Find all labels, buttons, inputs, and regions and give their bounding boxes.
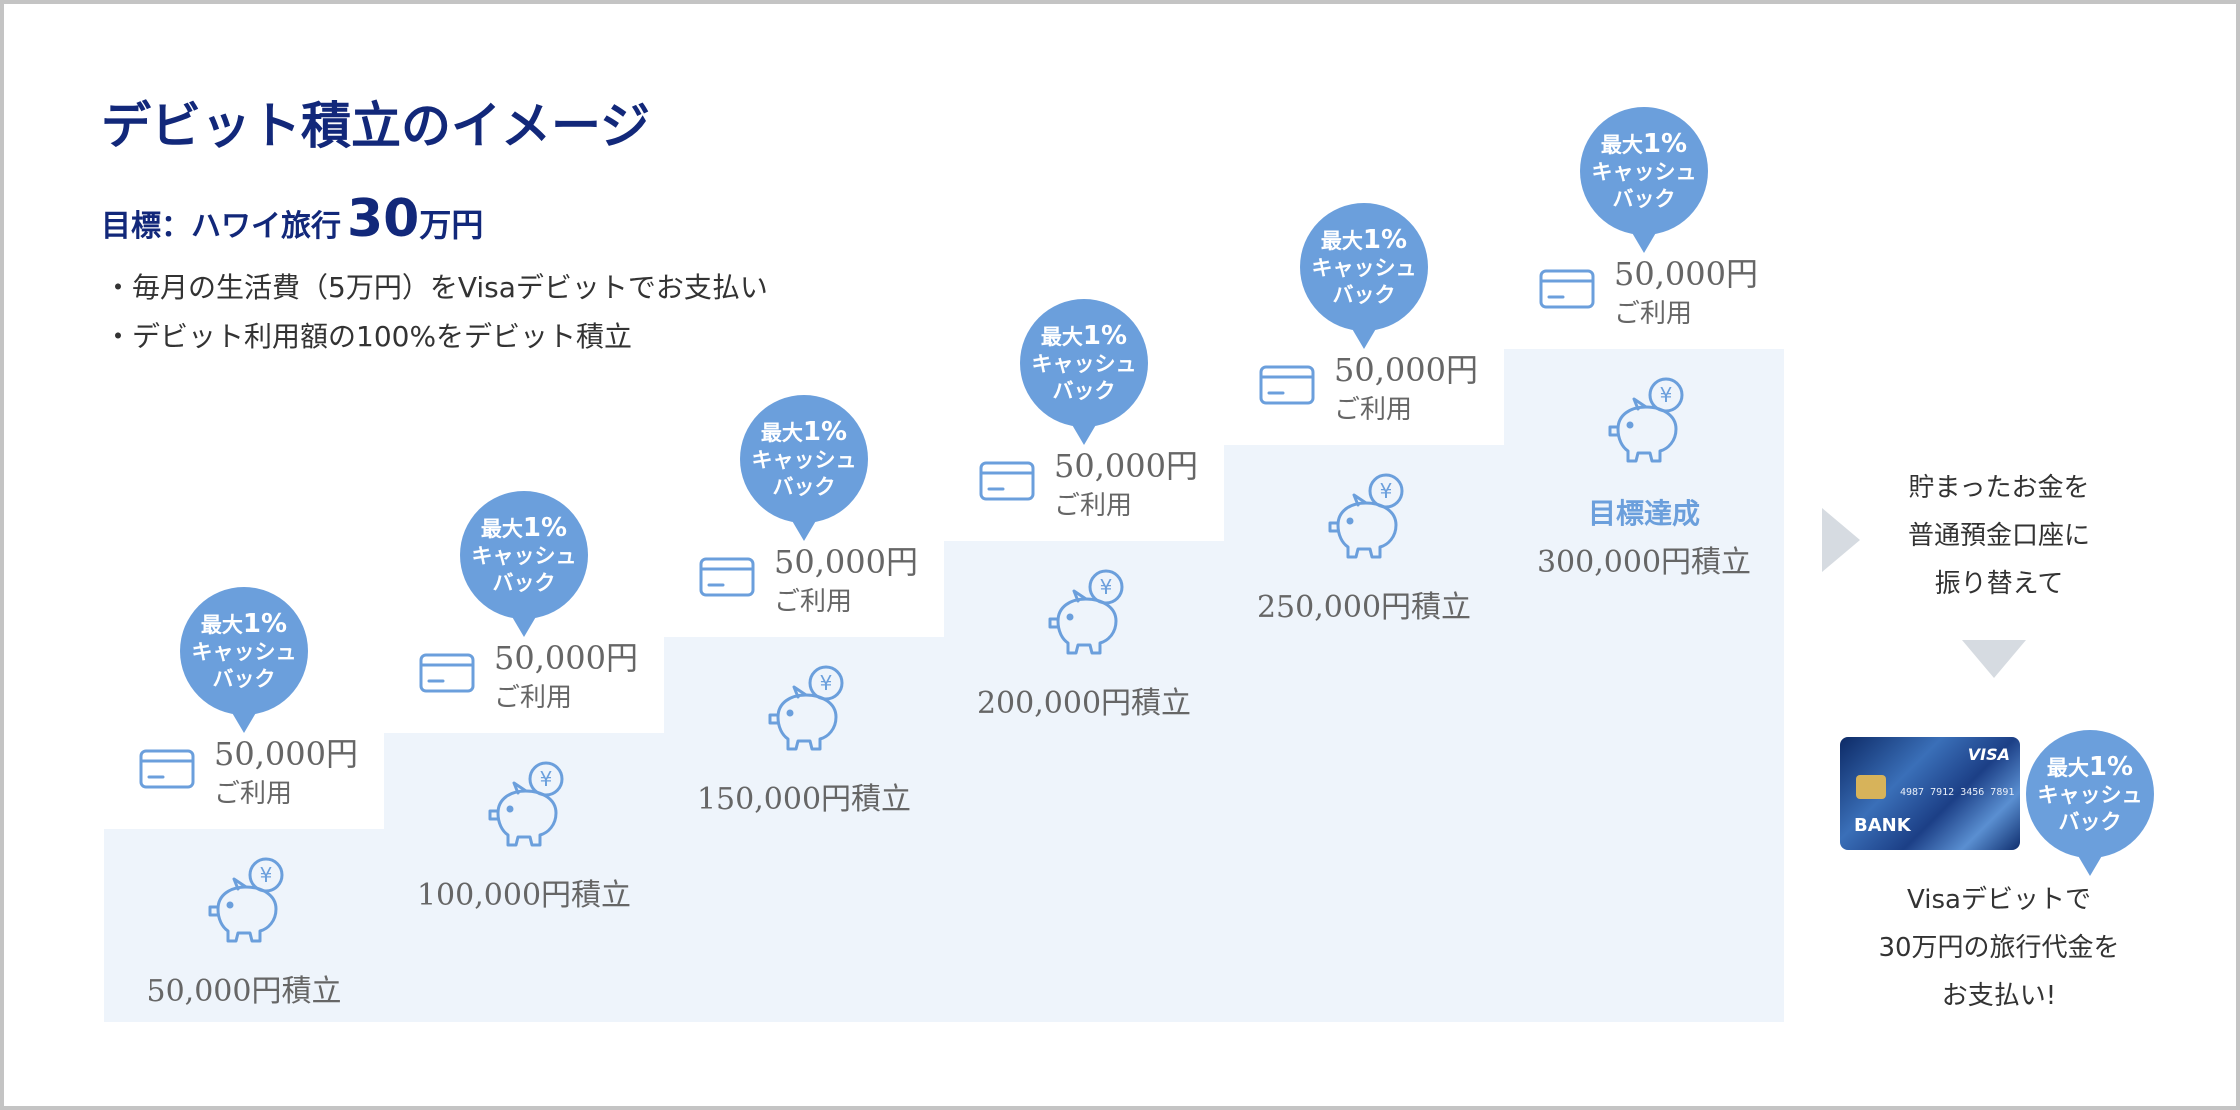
accumulated-amount: 300,000円積立 <box>1536 545 1752 580</box>
cashback-label: キャッシュ <box>1031 352 1137 376</box>
credit-card-icon <box>417 649 477 697</box>
stair-step <box>1224 445 1504 1022</box>
credit-card-icon <box>137 745 197 793</box>
cashback-max: 最大1% <box>1600 129 1688 159</box>
cashback-label: バック <box>1052 379 1116 403</box>
cashback-bubble: 最大1%キャッシュバック <box>180 587 308 733</box>
usage-amount: 50,000円 <box>1054 447 1198 485</box>
credit-card-icon <box>1537 265 1597 313</box>
svg-text:¥: ¥ <box>1660 383 1673 407</box>
piggy-bank-yen-icon: ¥ <box>1314 467 1414 567</box>
usage-label: ご利用 <box>774 587 853 617</box>
goal-unit: 万円 <box>419 206 484 244</box>
final-text: Visaデビットで 30万円の旅行代金を お支払い! <box>1869 876 2129 1020</box>
cashback-bubble: 最大1%キャッシュバック <box>460 491 588 637</box>
stair-step <box>384 733 664 1022</box>
cashback-max: 最大1% <box>200 609 288 639</box>
usage-label: ご利用 <box>1614 299 1693 329</box>
transfer-text: 貯まったお金を 普通預金口座に 振り替えて <box>1869 464 2129 608</box>
accumulated-amount: 150,000円積立 <box>696 782 912 817</box>
cashback-label: バック <box>1332 283 1396 307</box>
cashback-bubble: 最大1%キャッシュバック <box>740 395 868 541</box>
goal-prefix: 目標：ハワイ旅行 <box>101 209 341 244</box>
svg-text:¥: ¥ <box>820 671 833 695</box>
piggy-bank-yen-icon: ¥ <box>194 851 294 951</box>
credit-card-icon <box>1257 361 1317 409</box>
stair-step <box>944 541 1224 1022</box>
transfer-line: 普通預金口座に <box>1907 521 2090 551</box>
visa-logo: VISA <box>1967 745 2010 764</box>
cashback-max: 最大1% <box>1320 225 1408 255</box>
card-bank-logo: BANK <box>1854 815 1911 836</box>
final-line: Visaデビットで <box>1907 885 2091 915</box>
cashback-label: バック <box>2058 810 2122 834</box>
cashback-bubble: 最大1%キャッシュバック <box>1020 299 1148 445</box>
arrow-down-icon <box>1962 640 2026 678</box>
piggy-bank-yen-icon: ¥ <box>1034 563 1134 663</box>
stair-step <box>1504 349 1784 1022</box>
cashback-bubble-final: 最大1% キャッシュ バック <box>2026 730 2154 876</box>
usage-amount: 50,000円 <box>494 639 638 677</box>
final-line: お支払い! <box>1941 981 2057 1011</box>
cashback-label: バック <box>772 475 836 499</box>
accumulated-amount: 50,000円積立 <box>146 974 342 1009</box>
piggy-bank-yen-icon: ¥ <box>474 755 574 855</box>
cashback-label: キャッシュ <box>1311 256 1417 280</box>
goal-achieved-label: 目標達成 <box>1587 497 1700 530</box>
accumulated-amount: 250,000円積立 <box>1256 590 1472 625</box>
cashback-label: キャッシュ <box>1591 160 1697 184</box>
bullet-debit-savings: ・デビット利用額の100%をデビット積立 <box>104 320 633 353</box>
arrow-right-icon <box>1822 508 1860 572</box>
cashback-max: 最大1% <box>1040 321 1128 351</box>
piggy-bank-yen-icon: ¥ <box>1594 371 1694 471</box>
goal-number: 30 <box>347 189 420 249</box>
svg-text:¥: ¥ <box>540 767 553 791</box>
page-title: デビット積立のイメージ <box>101 97 650 155</box>
cashback-label: キャッシュ <box>751 448 857 472</box>
accumulated-amount: 200,000円積立 <box>976 686 1192 721</box>
transfer-line: 貯まったお金を <box>1908 473 2090 503</box>
usage-label: ご利用 <box>494 683 573 713</box>
usage-label: ご利用 <box>214 779 293 809</box>
cashback-label: キャッシュ <box>191 640 297 664</box>
cashback-label: キャッシュ <box>2037 783 2143 807</box>
piggy-bank-yen-icon: ¥ <box>754 659 854 759</box>
usage-label: ご利用 <box>1054 491 1133 521</box>
stair-step <box>104 829 384 1022</box>
cashback-label: バック <box>212 667 276 691</box>
cashback-label: バック <box>492 571 556 595</box>
transfer-line: 振り替えて <box>1934 569 2064 599</box>
usage-amount: 50,000円 <box>1334 351 1478 389</box>
cashback-bubble: 最大1%キャッシュバック <box>1300 203 1428 349</box>
card-number: 4987 7912 3456 7891 <box>1900 787 2015 798</box>
usage-amount: 50,000円 <box>1614 255 1758 293</box>
usage-amount: 50,000円 <box>214 735 358 773</box>
cashback-max: 最大1% <box>760 417 848 447</box>
visa-debit-card-image: VISA 4987 7912 3456 7891 BANK <box>1840 737 2020 850</box>
final-line: 30万円の旅行代金を <box>1878 933 2120 963</box>
accumulated-amount: 100,000円積立 <box>416 878 632 913</box>
credit-card-icon <box>977 457 1037 505</box>
card-chip-icon <box>1856 775 1886 799</box>
usage-label: ご利用 <box>1334 395 1413 425</box>
cashback-max: 最大1% <box>480 513 568 543</box>
cashback-max: 最大1% <box>2046 752 2134 782</box>
cashback-label: キャッシュ <box>471 544 577 568</box>
svg-text:¥: ¥ <box>260 863 273 887</box>
svg-text:¥: ¥ <box>1380 479 1393 503</box>
bullet-monthly-expense: ・毎月の生活費（5万円）をVisaデビットでお支払い <box>104 271 768 304</box>
cashback-bubble: 最大1%キャッシュバック <box>1580 107 1708 253</box>
cashback-label: バック <box>1612 187 1676 211</box>
stair-step <box>664 637 944 1022</box>
svg-text:¥: ¥ <box>1100 575 1113 599</box>
credit-card-icon <box>697 553 757 601</box>
usage-amount: 50,000円 <box>774 543 918 581</box>
